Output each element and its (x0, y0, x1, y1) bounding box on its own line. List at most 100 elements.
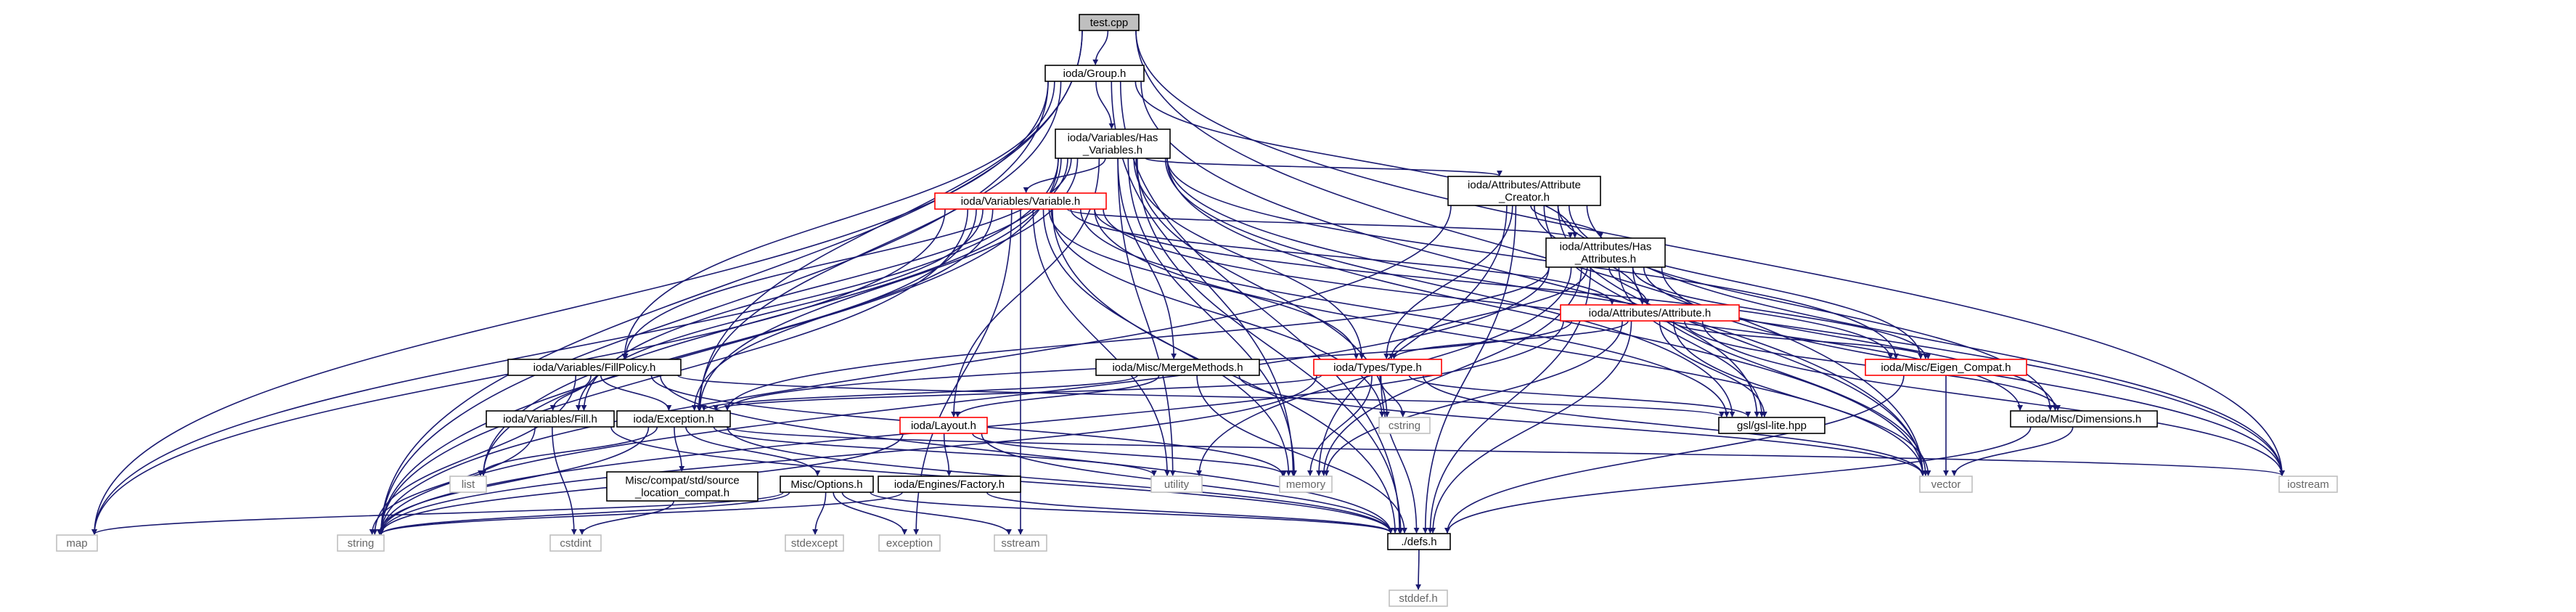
node-type[interactable]: ioda/Types/Type.h (1313, 359, 1442, 376)
node-fill[interactable]: ioda/Variables/Fill.h (486, 410, 615, 428)
node-compat[interactable]: Misc/compat/std/source_location_compat.h (606, 471, 759, 502)
node-layout[interactable]: ioda/Layout.h (899, 417, 988, 434)
node-box (549, 534, 602, 552)
node-box (899, 417, 988, 434)
node-label: exception (886, 537, 933, 550)
node-defs[interactable]: ./defs.h (1387, 533, 1451, 550)
edge-type-to-memory (1307, 375, 1373, 476)
header-nodes: test.cpp ioda/Group.h ioda/Variables/Has_V… (56, 14, 2338, 607)
node-box (2278, 476, 2338, 493)
node-label: ioda/Variables/Variable.h (961, 195, 1081, 208)
edge-group-to-string (378, 81, 1049, 535)
edge-hasatts-to-gsl (1618, 266, 1765, 417)
edge-attcreator-to-iostream (1586, 205, 2285, 476)
node-label: ioda/Misc/MergeMethods.h (1112, 362, 1243, 374)
edge-hasvars-to-string (378, 158, 1059, 535)
edge-dims-to-vector (1951, 426, 2074, 476)
edge-hasvars-to-gsl (1164, 158, 1735, 417)
edge-hasatts-to-type (1388, 266, 1588, 359)
node-factory[interactable]: ioda/Engines/Factory.h (878, 476, 1021, 493)
node-box (1865, 359, 2027, 376)
node-box (507, 359, 682, 376)
node-label: Misc/Options.h (790, 478, 862, 491)
node-hasvars[interactable]: ioda/Variables/Has_Variables.h (1055, 128, 1171, 159)
edge-fill-to-cstdint (552, 426, 577, 535)
node-list: list (449, 476, 487, 493)
node-label: map (66, 537, 87, 550)
edge-attribute-to-defs (1430, 320, 1632, 534)
edge-fillpolicy-to-string (372, 375, 577, 535)
edge-group-to-exception (695, 81, 1062, 411)
node-variable[interactable]: ioda/Variables/Variable.h (934, 192, 1107, 210)
edge-type-to-string (378, 375, 1317, 535)
node-label: ioda/Variables/Has (1068, 132, 1158, 144)
edge-attcreator-to-eigen (1557, 205, 1924, 359)
node-options[interactable]: Misc/Options.h (780, 476, 874, 493)
node-box (785, 534, 844, 552)
node-label: ioda/Attributes/Has (1560, 241, 1652, 253)
node-attcreator[interactable]: ioda/Attributes/Attribute_Creator.h (1447, 176, 1601, 206)
node-box (337, 534, 385, 552)
node-label: ioda/Engines/Factory.h (894, 478, 1005, 491)
edge-attribute-to-iostream (1701, 320, 2285, 476)
node-label: ioda/Group.h (1063, 68, 1127, 80)
edge-hasvars-to-fillpolicy (622, 158, 1072, 359)
edge-defs-to-stddef (1415, 549, 1422, 590)
node-label: string (348, 537, 375, 550)
node-box (780, 476, 874, 493)
node-attribute[interactable]: ioda/Attributes/Attribute.h (1560, 304, 1740, 322)
node-label: _location_compat.h (634, 487, 729, 499)
dependency-edges (91, 30, 2285, 590)
node-box (1718, 417, 1825, 434)
node-map: map (56, 534, 98, 552)
edge-hasvars-to-merge (1117, 158, 1177, 359)
node-box (1150, 476, 1203, 493)
node-box (1919, 476, 1973, 493)
node-group[interactable]: ioda/Group.h (1044, 65, 1145, 82)
edge-group-to-hasatts (1134, 81, 1578, 238)
node-stdexcept: stdexcept (785, 534, 844, 552)
node-cstdint: cstdint (549, 534, 602, 552)
edge-exception-to-utility (713, 426, 1157, 476)
edge-test-to-vector (1135, 30, 1926, 476)
edge-hasvars-to-memory (1127, 158, 1298, 476)
edge-group-to-hasvars (1095, 81, 1115, 129)
node-exception[interactable]: ioda/Exception.h (616, 410, 731, 428)
node-label: memory (1286, 478, 1326, 491)
edge-hasvars-to-attcreator (1145, 158, 1502, 176)
edge-attcreator-to-memory (1316, 205, 1508, 476)
node-eigen[interactable]: ioda/Misc/Eigen_Compat.h (1865, 359, 2027, 376)
node-fillpolicy[interactable]: ioda/Variables/FillPolicy.h (507, 359, 682, 376)
node-label: stddef.h (1399, 592, 1437, 605)
edge-merge-to-vector (1238, 375, 1926, 476)
node-label: Misc/compat/std/source (625, 475, 740, 487)
node-label: sstream (1001, 537, 1039, 550)
node-box (1545, 237, 1666, 268)
node-box (1378, 417, 1431, 434)
node-test[interactable]: test.cpp (1079, 14, 1140, 31)
edge-merge-to-defs (1196, 375, 1408, 534)
node-box (1560, 304, 1740, 322)
edge-variable-to-gsl (1080, 208, 1730, 417)
node-vector: vector (1919, 476, 1973, 493)
edge-type-to-vector (1422, 375, 1926, 476)
node-merge[interactable]: ioda/Misc/MergeMethods.h (1095, 359, 1260, 376)
node-exceptionstd: exception (878, 534, 941, 552)
node-box (1279, 476, 1333, 493)
edge-layout-to-factory (943, 433, 952, 476)
edge-options-to-stdexcept (812, 491, 827, 535)
node-box (994, 534, 1047, 552)
edge-merge-to-exception (700, 375, 1138, 411)
edge-attcreator-to-string (378, 205, 1452, 535)
edge-exception-to-defs (727, 426, 1394, 534)
node-box (1079, 14, 1140, 31)
node-hasatts[interactable]: ioda/Attributes/Has_Attributes.h (1545, 237, 1666, 268)
edge-hasvars-to-variable (1023, 158, 1106, 193)
edge-merge-to-layout (954, 375, 1160, 417)
node-gsl[interactable]: gsl/gsl-lite.hpp (1718, 417, 1825, 434)
edge-hasatts-to-string (378, 266, 1550, 535)
edge-exception-to-compat (674, 426, 685, 472)
edge-factory-to-string (378, 491, 903, 535)
node-dims[interactable]: ioda/Misc/Dimensions.h (2010, 410, 2158, 428)
